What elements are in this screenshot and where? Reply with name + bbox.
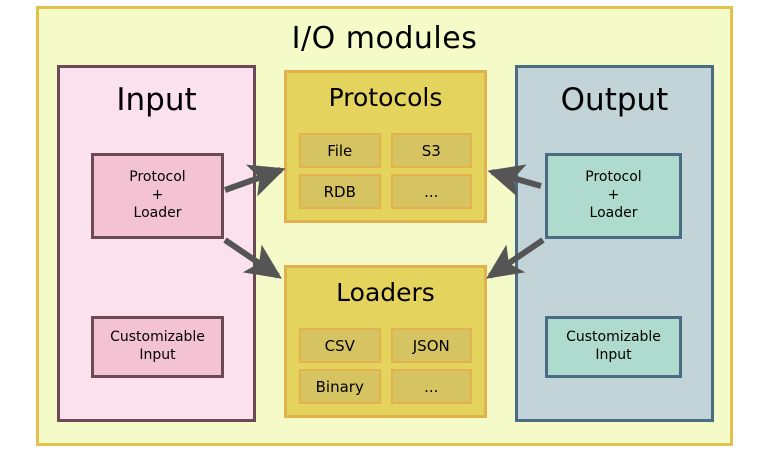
protocol-chip-file: File	[299, 133, 381, 168]
input-customizable-box: Customizable Input	[91, 316, 224, 378]
output-customizable-line-1: Customizable	[566, 329, 661, 346]
loaders-panel: Loaders CSV JSON Binary ...	[284, 265, 487, 418]
loader-chip-csv: CSV	[299, 328, 381, 363]
output-panel-title: Output	[560, 82, 669, 118]
input-protocol-loader-line-1: Protocol	[129, 169, 186, 186]
output-protocol-loader-line-3: Loader	[589, 204, 638, 221]
protocols-panel: Protocols File S3 RDB ...	[284, 70, 487, 223]
loader-chip-binary: Binary	[299, 369, 381, 404]
protocol-chip-more: ...	[390, 174, 472, 209]
protocols-panel-title: Protocols	[328, 83, 443, 112]
input-customizable-line-2: Input	[139, 347, 176, 363]
input-protocol-loader-line-2: +	[151, 187, 164, 204]
output-customizable-box: Customizable Input	[545, 316, 682, 378]
output-protocol-loader-box: Protocol + Loader	[545, 153, 682, 239]
input-panel-title: Input	[116, 82, 197, 118]
output-protocol-loader-line-1: Protocol	[585, 169, 642, 186]
loaders-chip-grid: CSV JSON Binary ...	[299, 328, 472, 404]
loaders-panel-title: Loaders	[336, 278, 435, 307]
input-customizable-line-1: Customizable	[110, 329, 205, 346]
diagram-title: I/O modules	[291, 21, 478, 56]
output-customizable-line-2: Input	[595, 347, 632, 363]
loader-chip-more: ...	[390, 369, 472, 404]
protocol-chip-s3: S3	[390, 133, 472, 168]
loader-chip-json: JSON	[390, 328, 472, 363]
protocol-chip-rdb: RDB	[299, 174, 381, 209]
input-protocol-loader-box: Protocol + Loader	[91, 153, 224, 239]
input-protocol-loader-line-3: Loader	[133, 204, 182, 221]
protocols-chip-grid: File S3 RDB ...	[299, 133, 472, 209]
output-protocol-loader-line-2: +	[607, 187, 620, 204]
